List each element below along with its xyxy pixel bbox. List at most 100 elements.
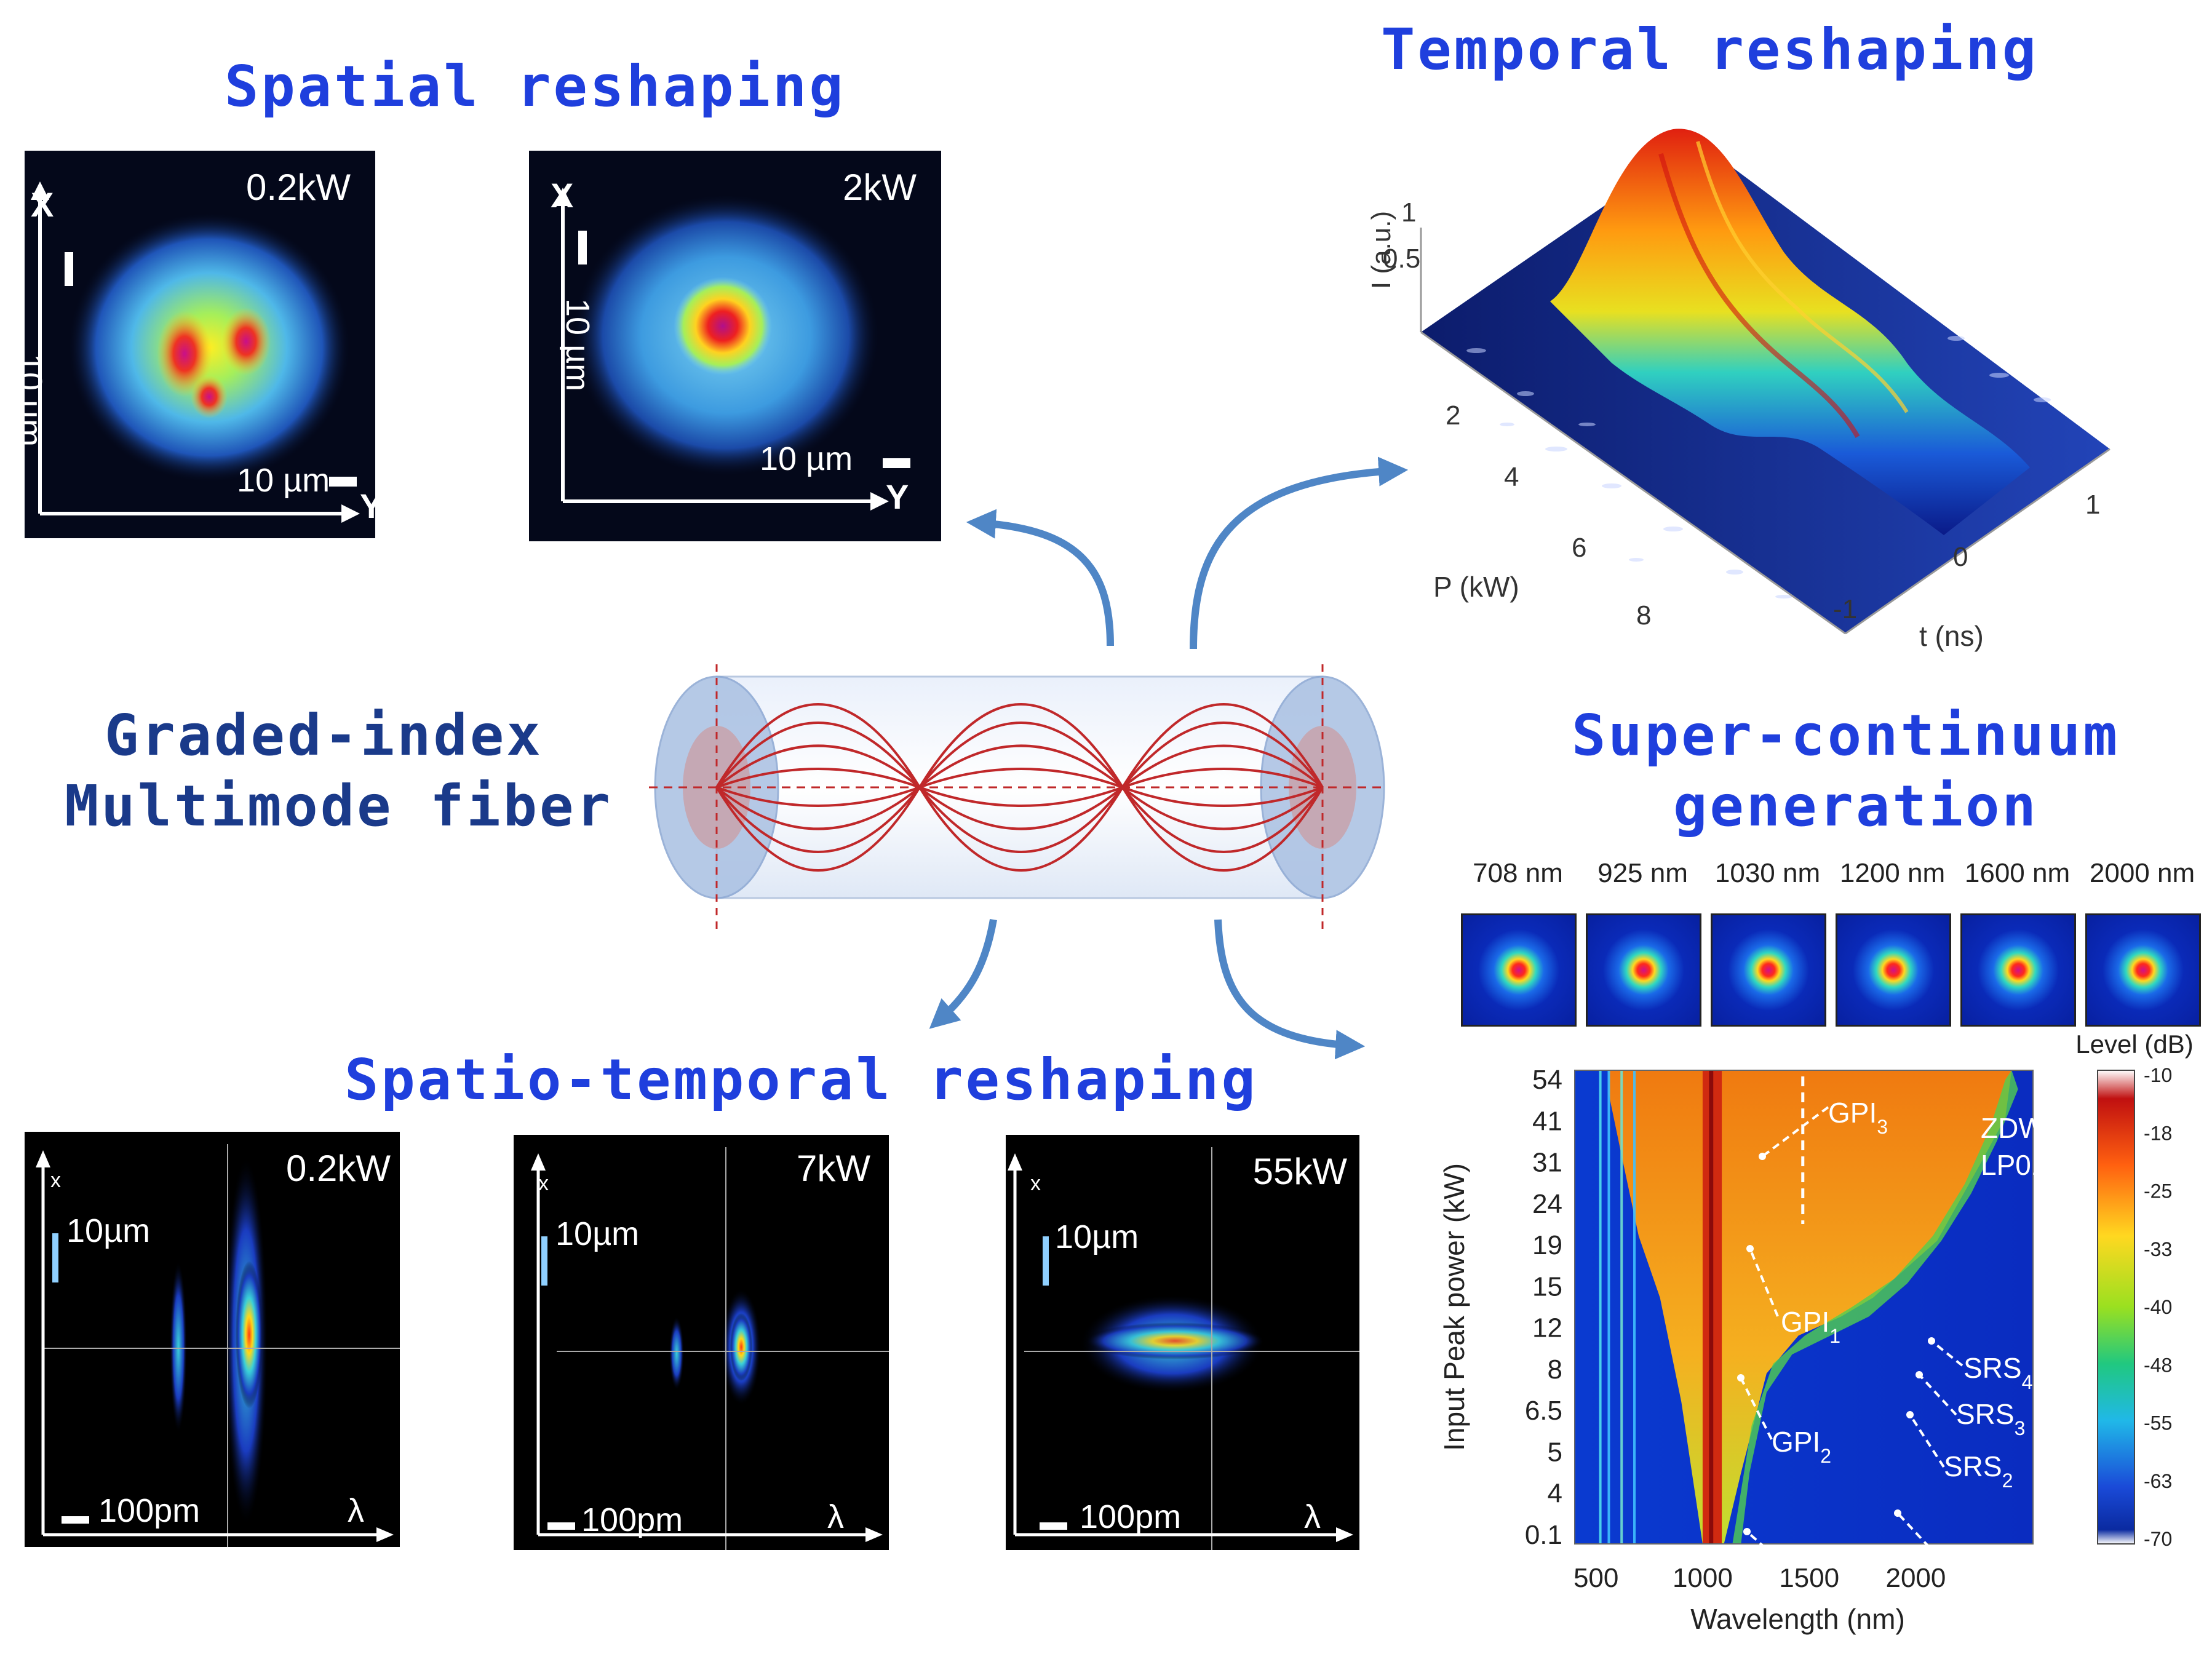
wavelength-tile-label: 1030 nm [1714, 858, 1821, 888]
spatiotemporal-image [36, 1144, 400, 1547]
wavelength-beam-tile [1586, 913, 1701, 1027]
spectral-edge [1732, 1070, 2018, 1544]
annotation-subscript: 4 [2022, 1371, 2033, 1393]
colorbar-tick-label: -18 [2144, 1122, 2172, 1144]
pump-core [1709, 1070, 1714, 1544]
power-label: 0.2kW [245, 167, 351, 208]
annotation-arrow-head [1916, 1371, 1923, 1378]
p-tick-6: 6 [1572, 533, 1586, 563]
temporal-3d-plot: 1 0.5 I (a.u.) 2 4 6 8 P (kW) 1 0 -1 t (… [1366, 129, 2111, 652]
scale-horizontal-label: 10 µm [237, 462, 330, 499]
spatial-panel-2: 2kW X Y 10 µm 10 µm [529, 151, 941, 541]
graded-index-fiber-diagram [649, 664, 1387, 929]
spatial-panel-1: 0.2kW [25, 151, 375, 538]
y-axis-label: Y [886, 477, 909, 516]
annotation-lp01: LP01 [1981, 1149, 2047, 1181]
x-axis-label: X [551, 176, 574, 215]
x-tick-label: 1500 [1779, 1563, 1839, 1593]
annotation-arrow-head [1759, 1153, 1766, 1160]
y-tick-label: 54 [1532, 1065, 1562, 1095]
spatiotemporal-panel-3: 55kW x 10µm 100pm λ [1006, 1135, 1359, 1550]
wavelength-beam-tile [1836, 913, 1951, 1027]
wavelength-beam-tile [2085, 913, 2201, 1027]
axes-overlay [31, 181, 360, 523]
power-label: 55kW [1252, 1151, 1347, 1192]
lambda-label: λ [827, 1498, 844, 1535]
colorbar-tick-label: -63 [2144, 1470, 2172, 1492]
scale-vertical-label: 10µm [66, 1212, 151, 1249]
power-label: 2kW [843, 167, 917, 208]
colorbar-tick-label: -70 [2144, 1528, 2172, 1550]
y-axis-label: Input Peak power (kW) [1442, 1163, 1470, 1451]
x-tick-label: 1000 [1673, 1563, 1733, 1593]
spatiotemporal-panel-2: 7kW x 10µm 100pm λ [514, 1135, 889, 1550]
p-tick-8: 8 [1636, 600, 1651, 630]
scale-horizontal-label: 100pm [1080, 1498, 1182, 1535]
y-tick-label: 5 [1548, 1437, 1562, 1467]
annotation-subscript: 1 [1997, 1562, 2008, 1584]
annotation-arrow [1761, 1106, 1829, 1158]
spatiotemporal-image [1008, 1147, 1359, 1550]
y-tick-label: 24 [1532, 1189, 1562, 1219]
annotation-arrow [1909, 1413, 1945, 1468]
annotation-arrow-head [1928, 1337, 1935, 1345]
scale-vertical-label: 10 µm [25, 354, 49, 447]
y-axis-label: Y [360, 487, 375, 525]
annotation-arrow-head [1906, 1411, 1914, 1418]
lambda-label: λ [348, 1492, 364, 1529]
colorbar-tick-label: -33 [2144, 1238, 2172, 1260]
annotation-subscript: 1 [1829, 1325, 1840, 1347]
plot-frame [1574, 1070, 2034, 1545]
x-tick-label: 2000 [1885, 1563, 1946, 1593]
colorbar-tick-label: -55 [2144, 1412, 2172, 1434]
scale-vertical-label: 10µm [555, 1215, 640, 1252]
t-tick-0: 0 [1953, 542, 1968, 572]
y-tick-label: 19 [1532, 1230, 1562, 1260]
x-axis-label: x [1030, 1172, 1041, 1195]
annotation-subscript: 2 [1820, 1445, 1831, 1467]
wavelength-tile-label: 2000 nm [2089, 858, 2195, 888]
y-tick-label: 15 [1532, 1271, 1562, 1302]
z-tick-1: 1 [1401, 197, 1416, 228]
x-axis-label: Wavelength (nm) [1690, 1603, 1905, 1635]
p-tick-2: 2 [1446, 400, 1460, 431]
colorbar-tick-label: -40 [2144, 1296, 2172, 1318]
p-axis-label: P (kW) [1433, 571, 1519, 603]
y-tick-label: 8 [1548, 1354, 1562, 1385]
x-tick-label: 500 [1573, 1563, 1618, 1593]
annotation-arrow [1918, 1374, 1957, 1416]
annotation-arrow [1930, 1340, 1963, 1367]
annotation-arrow [1746, 1530, 1776, 1557]
scale-horizontal-label: 100pm [98, 1492, 201, 1529]
temporal-reshaping-title: Temporal reshaping [1381, 17, 2039, 82]
power-label: 0.2kW [285, 1148, 391, 1189]
colorbar-tick-label: -48 [2144, 1354, 2172, 1376]
colorbar-tick-label: -10 [2144, 1064, 2172, 1086]
t-tick-neg1: -1 [1833, 594, 1857, 624]
scale-vertical-label: 10 µm [559, 298, 596, 392]
power-label: 7kW [797, 1148, 870, 1189]
arrow-to-supercontinuum [1214, 919, 1366, 1060]
spatiotemporal-image [531, 1147, 889, 1550]
fiber-title-line1: Graded-index [105, 702, 543, 768]
wavelength-beam-tile [1461, 913, 1577, 1027]
wavelength-tile-label: 1600 nm [1964, 858, 2071, 888]
colorbar-tick-label: -25 [2144, 1180, 2172, 1203]
annotation-arrow-head [1894, 1509, 1901, 1517]
y-tick-label: 0.1 [1525, 1520, 1562, 1550]
y-tick-label: 41 [1532, 1106, 1562, 1136]
annotation-shg: SHG [1778, 1543, 1839, 1575]
scale-horizontal-label: 10 µm [760, 440, 853, 477]
annotation-subscript: 3 [1877, 1116, 1888, 1138]
y-tick-label: 4 [1548, 1479, 1562, 1509]
scale-vertical-label: 10µm [1055, 1219, 1139, 1255]
y-tick-label: 31 [1532, 1148, 1562, 1178]
x-axis-label: x [538, 1172, 549, 1195]
z-axis-label: I (a.u.) [1366, 211, 1396, 289]
scale-horizontal-label: 100pm [581, 1501, 683, 1538]
wavelength-tile-label: 708 nm [1473, 858, 1563, 888]
annotation-subscript: 3 [2015, 1417, 2026, 1439]
wavelength-tile-label: 925 nm [1597, 858, 1688, 888]
